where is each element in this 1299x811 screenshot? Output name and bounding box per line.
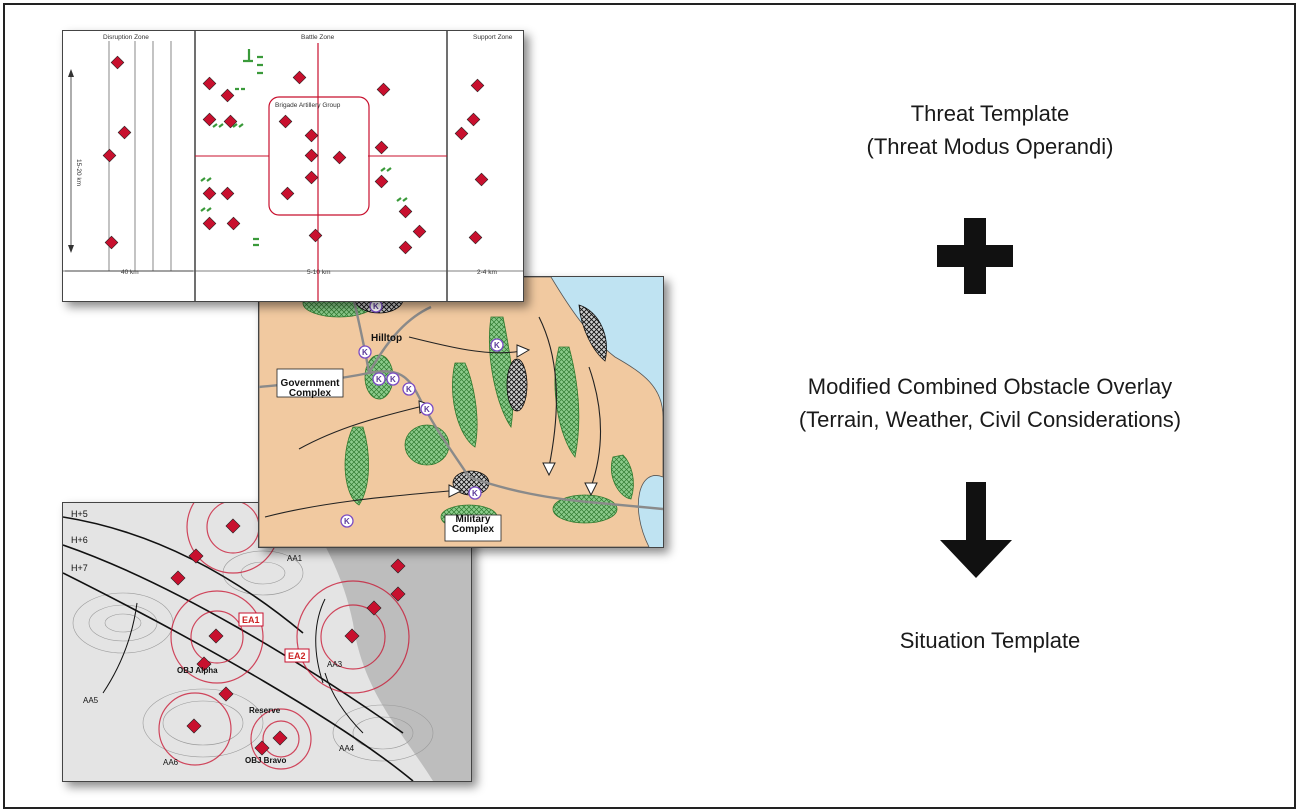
k-marker-text: K [362, 348, 368, 357]
threat-template-subtitle: (Threat Modus Operandi) [866, 134, 1114, 159]
zone-label-disruption: Disruption Zone [103, 34, 149, 41]
plus-icon [937, 218, 1013, 294]
mcoo-subtitle: (Terrain, Weather, Civil Considerations) [798, 407, 1182, 432]
ea2-label: EA2 [288, 651, 306, 661]
phase-line-label: H+5 [71, 509, 88, 519]
k-marker-text: K [406, 385, 412, 394]
obj-alpha-label: OBJ Alpha [177, 666, 218, 675]
distance-label-battle: 5-10 km [307, 269, 330, 276]
phase-line-label: H+7 [71, 563, 88, 573]
k-marker-text: K [344, 517, 350, 526]
threat-template-caption: Threat Template (Threat Modus Operandi) [760, 97, 1220, 163]
distance-label-support: 2-4 km [477, 269, 497, 276]
threat-template-drawing: 15-20 km Disruption Zone Battle Zone Sup… [63, 31, 523, 301]
distance-label-disruption: 40 km [121, 269, 139, 276]
avenue-label: AA1 [287, 554, 303, 563]
avenue-label: AA5 [83, 696, 99, 705]
k-marker-text: K [373, 302, 379, 311]
threat-template-image: 15-20 km Disruption Zone Battle Zone Sup… [62, 30, 524, 302]
ea1-label: EA1 [242, 615, 260, 625]
avenue-label: AA6 [163, 758, 179, 767]
situation-template-drawing: H+5 H+6 H+7 [63, 503, 471, 781]
side-distance-label: 15-20 km [75, 159, 82, 186]
situation-template-caption: Situation Template [760, 624, 1220, 657]
group-label: Brigade Artillery Group [275, 102, 341, 109]
zone-label-battle: Battle Zone [301, 34, 335, 41]
arrow-down-icon [940, 482, 1012, 578]
situation-template-image: H+5 H+6 H+7 [62, 502, 472, 782]
mcoo-title: Modified Combined Obstacle Overlay [807, 374, 1173, 399]
k-marker-text: K [376, 375, 382, 384]
avenue-label: AA4 [339, 744, 355, 753]
obj-bravo-label: OBJ Bravo [245, 756, 286, 765]
k-marker-text: K [390, 375, 396, 384]
k-marker-text: K [472, 489, 478, 498]
zone-label-support: Support Zone [473, 34, 513, 41]
reserve-label: Reserve [249, 706, 281, 715]
k-marker-text: K [424, 405, 430, 414]
k-marker-text: K [494, 341, 500, 350]
mcoo-caption: Modified Combined Obstacle Overlay (Terr… [720, 370, 1260, 436]
avenue-label: AA3 [327, 660, 343, 669]
hilltop-label: Hilltop [371, 333, 402, 344]
threat-template-title: Threat Template [910, 101, 1070, 126]
phase-line-label: H+6 [71, 535, 88, 545]
situation-template-title: Situation Template [899, 628, 1081, 653]
